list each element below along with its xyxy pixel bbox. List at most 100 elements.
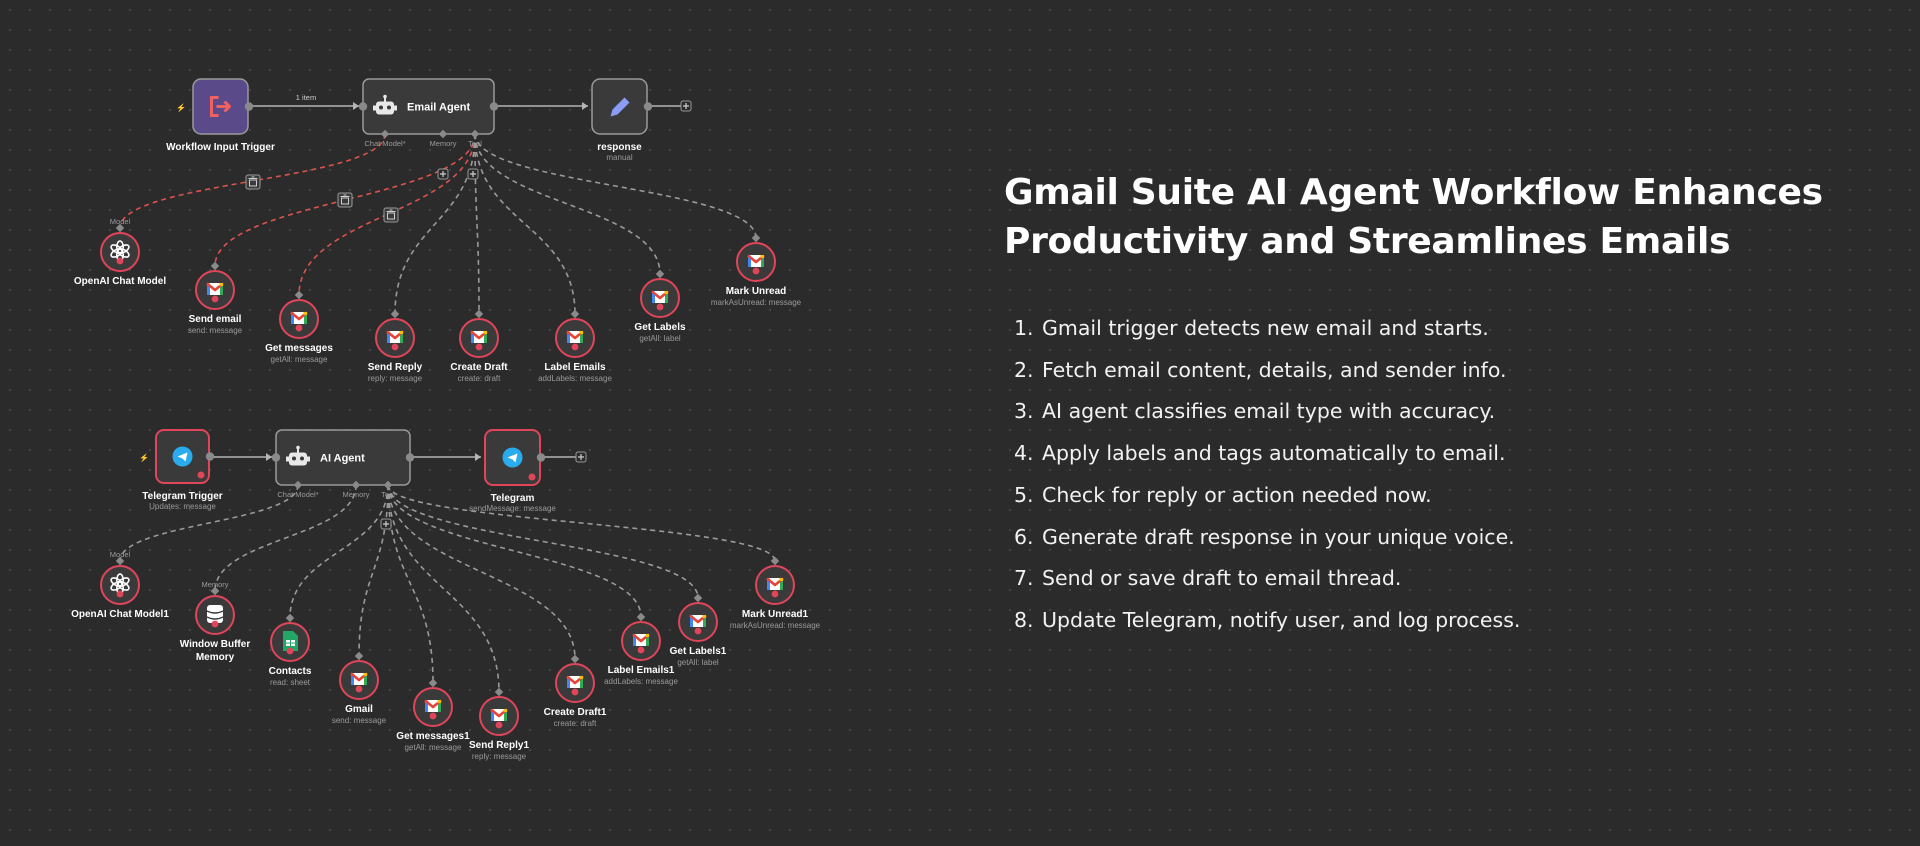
add-tool-button[interactable] [380,518,392,530]
node-input-handle[interactable] [494,687,504,697]
node-input-handle[interactable] [115,223,125,233]
tool-connection [387,484,500,693]
database-icon [206,605,224,623]
node-input-handle[interactable] [354,651,364,661]
tool-connection [387,484,642,618]
node-input-handle[interactable] [294,290,304,300]
gmail-icon [469,329,489,345]
node-workflow-input-trigger[interactable]: ⚡Workflow Input Trigger [166,78,275,153]
delete-connection-icon[interactable] [337,192,353,208]
input-handle[interactable] [271,453,281,462]
node-subtitle: reply: message [368,374,423,383]
arrow-head [582,102,588,110]
port-label: Model [110,217,131,226]
node-label: response [597,142,642,153]
output-handle[interactable] [536,453,546,462]
error-badge-icon [211,295,219,303]
node-label: Create Draft [450,362,508,373]
step-item: 7.Send or save draft to email thread. [1014,558,1884,600]
arrow-head [475,453,481,461]
gmail-icon [349,671,369,687]
step-number: 8. [1014,607,1034,632]
add-memory-button[interactable] [437,168,449,180]
error-badge-icon [295,324,303,332]
node-input-handle[interactable] [636,612,646,622]
node-circle[interactable] [100,565,140,605]
node-input-handle[interactable] [570,309,580,319]
node-subtitle: markAsUnread: message [711,298,802,307]
tool-connection [387,484,699,599]
node-input-handle[interactable] [210,261,220,271]
tool-connection [474,133,661,275]
node-subtitle: read: sheet [270,678,311,687]
node-label: Mark Unread [726,286,787,297]
port-handle-memory[interactable] [351,480,361,490]
pencil-icon [610,97,630,117]
add-node-button[interactable] [575,451,587,463]
node-input-handle[interactable] [570,654,580,664]
gmail-icon [423,698,443,714]
add-node-button[interactable] [680,100,692,112]
description-panel: Gmail Suite AI Agent Workflow Enhances P… [1004,168,1884,642]
node-input-handle[interactable] [390,309,400,319]
port-handle-chat-model[interactable] [293,480,303,490]
delete-connection-icon[interactable] [383,207,399,223]
gmail-icon [205,281,225,297]
output-handle[interactable] [405,453,415,462]
output-handle[interactable] [489,102,499,111]
node-circle[interactable] [100,232,140,272]
port-handle-tool[interactable] [383,480,393,490]
node-input-handle[interactable] [428,678,438,688]
node-input-handle[interactable] [474,309,484,319]
node-input-handle[interactable] [751,233,761,243]
port-handle-memory[interactable] [438,129,448,139]
output-handle[interactable] [205,452,215,461]
node-input-handle[interactable] [655,269,665,279]
steps-list: 1.Gmail trigger detects new email and st… [1004,308,1884,642]
node-label: Window Buffer [180,639,251,650]
output-handle[interactable] [643,102,653,111]
output-handle[interactable] [244,102,254,111]
arrow-head [353,102,359,110]
step-text: Gmail trigger detects new email and star… [1042,316,1489,340]
exit-arrow-icon [210,96,231,117]
gmail-icon [289,310,309,326]
input-handle[interactable] [358,102,368,111]
port-label: Memory [429,139,456,148]
node-label: Get Labels [634,322,686,333]
port-handle-chat-model[interactable] [380,129,390,139]
port-label: Chat Model* [364,139,405,148]
node-input-handle[interactable] [285,613,295,623]
node-input-handle[interactable] [693,593,703,603]
error-badge-icon [355,685,363,693]
add-tool-button[interactable] [467,168,479,180]
node-input-handle[interactable] [770,556,780,566]
port-handle-tool[interactable] [470,129,480,139]
delete-connection-icon[interactable] [245,174,261,190]
